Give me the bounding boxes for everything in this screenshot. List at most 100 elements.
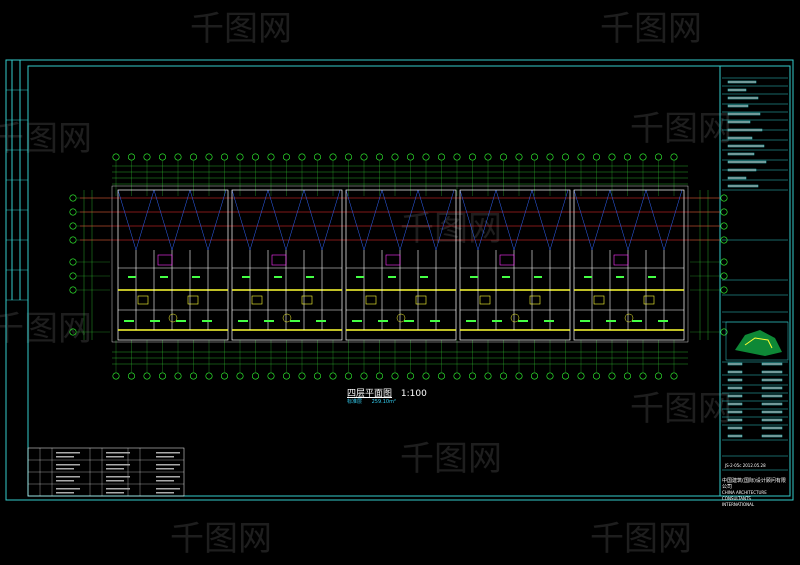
room-label-mark bbox=[584, 276, 592, 278]
legend-text-mark bbox=[106, 456, 124, 458]
roof-line bbox=[117, 189, 155, 251]
svg-text:千图网: 千图网 bbox=[170, 519, 272, 559]
room-label-mark bbox=[648, 276, 656, 278]
axis-bubble-bottom bbox=[112, 372, 120, 380]
legend-text-mark bbox=[56, 476, 80, 478]
legend-text-mark bbox=[156, 464, 180, 466]
axis-bubble-bottom bbox=[654, 372, 662, 380]
room-label-mark bbox=[580, 320, 590, 322]
axis-bubble-left bbox=[69, 194, 77, 202]
roof-line bbox=[231, 189, 269, 251]
legend-text-mark bbox=[106, 480, 124, 482]
fixture bbox=[624, 313, 634, 323]
axis-bubble-top bbox=[654, 153, 662, 161]
axis-bubble-top bbox=[190, 153, 198, 161]
title-block-text-line bbox=[727, 88, 747, 92]
axis-bubble-top bbox=[267, 153, 275, 161]
unit-outline bbox=[573, 189, 685, 341]
drawing-number: JS-2-05c 2012.05.28 bbox=[725, 463, 766, 468]
axis-bubble-top bbox=[608, 153, 616, 161]
title-block-text-line bbox=[727, 434, 743, 438]
legend-text-mark bbox=[106, 488, 130, 490]
axis-bubble-top bbox=[561, 153, 569, 161]
fixture bbox=[365, 295, 377, 305]
title-block-text-line bbox=[727, 184, 759, 188]
stair bbox=[385, 254, 401, 266]
axis-bubble-bottom bbox=[608, 372, 616, 380]
axis-bubble-top bbox=[670, 153, 678, 161]
title-block-text-line bbox=[761, 410, 783, 414]
axis-bubble-bottom bbox=[484, 372, 492, 380]
axis-bubble-right bbox=[720, 272, 728, 280]
roof-line bbox=[189, 189, 227, 251]
fixture bbox=[593, 295, 605, 305]
axis-bubble-top bbox=[546, 153, 554, 161]
title-block-text-line bbox=[727, 112, 761, 116]
axis-bubble-top bbox=[437, 153, 445, 161]
axis-bubble-bottom bbox=[499, 372, 507, 380]
axis-bubble-bottom bbox=[190, 372, 198, 380]
legend-text-mark bbox=[156, 468, 174, 470]
room-label-mark bbox=[658, 320, 668, 322]
legend-text-mark bbox=[56, 492, 74, 494]
axis-bubble-right bbox=[720, 236, 728, 244]
axis-bubble-bottom bbox=[391, 372, 399, 380]
room-label-mark bbox=[492, 320, 502, 322]
axis-bubble-top bbox=[298, 153, 306, 161]
axis-bubble-right bbox=[720, 286, 728, 294]
roof-line bbox=[609, 189, 647, 251]
roof-line bbox=[267, 189, 305, 251]
room-label-mark bbox=[502, 276, 510, 278]
axis-bubble-bottom bbox=[592, 372, 600, 380]
axis-bubble-right bbox=[720, 208, 728, 216]
axis-bubble-bottom bbox=[437, 372, 445, 380]
axis-bubble-bottom bbox=[577, 372, 585, 380]
axis-bubble-top bbox=[329, 153, 337, 161]
room-label-mark bbox=[470, 276, 478, 278]
room-label-mark bbox=[128, 276, 136, 278]
area-note: 标准层 259.10m² bbox=[347, 398, 396, 405]
axis-bubble-left bbox=[69, 258, 77, 266]
drawing-scale: 1:100 bbox=[400, 389, 427, 399]
room-label-mark bbox=[316, 320, 326, 322]
roof-line bbox=[573, 189, 611, 251]
axis-bubble-top bbox=[639, 153, 647, 161]
legend-text-mark bbox=[106, 476, 130, 478]
unit-outline bbox=[345, 189, 457, 341]
legend-text-mark bbox=[156, 480, 174, 482]
title-block-text-line bbox=[727, 104, 749, 108]
legend-text-mark bbox=[106, 452, 130, 454]
room-label-mark bbox=[124, 320, 134, 322]
title-block-text-line bbox=[727, 410, 743, 414]
title-block-text-line bbox=[761, 418, 783, 422]
axis-bubble-top bbox=[406, 153, 414, 161]
axis-bubble-top bbox=[577, 153, 585, 161]
axis-bubble-right bbox=[720, 258, 728, 266]
title-block-text-line bbox=[727, 128, 763, 132]
company-name-en-1: CHINA ARCHITECTURE CONSULTANTS bbox=[722, 490, 767, 501]
room-label-mark bbox=[274, 276, 282, 278]
title-block-text-line bbox=[761, 426, 783, 430]
roof-line bbox=[303, 189, 341, 251]
fixture bbox=[510, 313, 520, 323]
title-block-text-line bbox=[761, 386, 783, 390]
legend-text-mark bbox=[56, 452, 80, 454]
axis-bubble-top bbox=[174, 153, 182, 161]
axis-bubble-left bbox=[69, 222, 77, 230]
axis-bubble-top bbox=[205, 153, 213, 161]
title-block-text-line bbox=[727, 418, 743, 422]
axis-bubble-top bbox=[375, 153, 383, 161]
axis-bubble-bottom bbox=[159, 372, 167, 380]
room-label-mark bbox=[378, 320, 388, 322]
fixture bbox=[187, 295, 199, 305]
axis-bubble-left bbox=[69, 236, 77, 244]
axis-bubble-top bbox=[592, 153, 600, 161]
axis-bubble-top bbox=[252, 153, 260, 161]
axis-bubble-top bbox=[282, 153, 290, 161]
company-name-cn: 中国建筑(国际)设计顾问有限公司 bbox=[722, 478, 786, 490]
legend-table bbox=[27, 447, 185, 497]
axis-bubble-top bbox=[453, 153, 461, 161]
room-label-mark bbox=[356, 276, 364, 278]
axis-bubble-bottom bbox=[329, 372, 337, 380]
title-block-text-line bbox=[727, 152, 755, 156]
